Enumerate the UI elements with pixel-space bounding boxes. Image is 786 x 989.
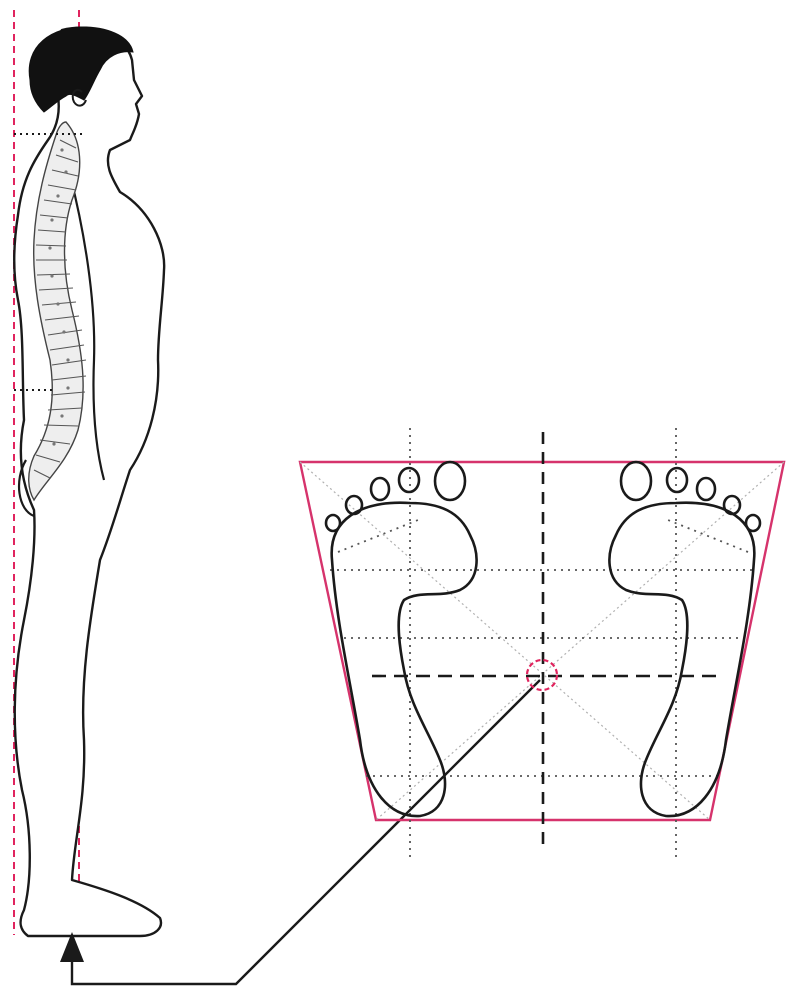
left-foot-sole <box>332 503 477 816</box>
right-toe-4 <box>724 496 740 514</box>
right-big-toe <box>621 462 651 500</box>
left-toe-2 <box>399 468 419 492</box>
left-toe-3 <box>371 478 389 500</box>
footprint-diagram <box>300 428 784 860</box>
right-toe-3 <box>697 478 715 500</box>
right-toe-2 <box>667 468 687 492</box>
connector <box>60 680 540 984</box>
right-foot-sole <box>609 503 754 816</box>
standing-figure <box>14 10 164 936</box>
connector-line <box>72 680 540 984</box>
left-foot <box>326 462 477 816</box>
left-big-toe <box>435 462 465 500</box>
right-toe-5 <box>746 515 760 531</box>
right-foot <box>609 462 760 816</box>
left-toe-4 <box>346 496 362 514</box>
left-toe-5 <box>326 515 340 531</box>
